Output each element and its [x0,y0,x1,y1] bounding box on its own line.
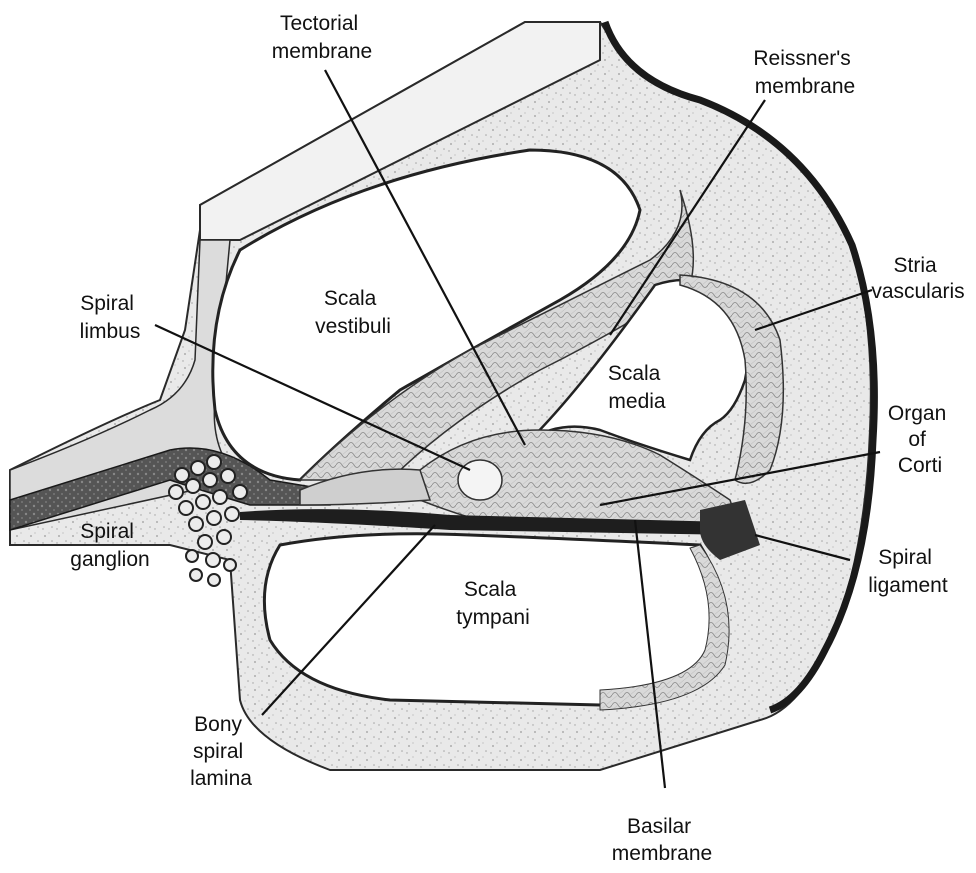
label-spiral-limbus: Spiral limbus [80,292,141,343]
label-tectorial-membrane: Tectorial membrane [272,12,372,63]
label-basilar-membrane: Basilar membrane [612,815,712,865]
label-reissners-membrane: Reissner's membrane [753,47,856,98]
label-organ-of-corti: Organ of Corti [888,402,952,477]
label-spiral-ligament: Spiral ligament [868,546,948,597]
label-stria-vascularis: Stria vascularis [871,254,964,303]
label-bony-spiral-lamina: Bony spiral lamina [190,713,252,790]
tunnel-space [458,460,502,500]
